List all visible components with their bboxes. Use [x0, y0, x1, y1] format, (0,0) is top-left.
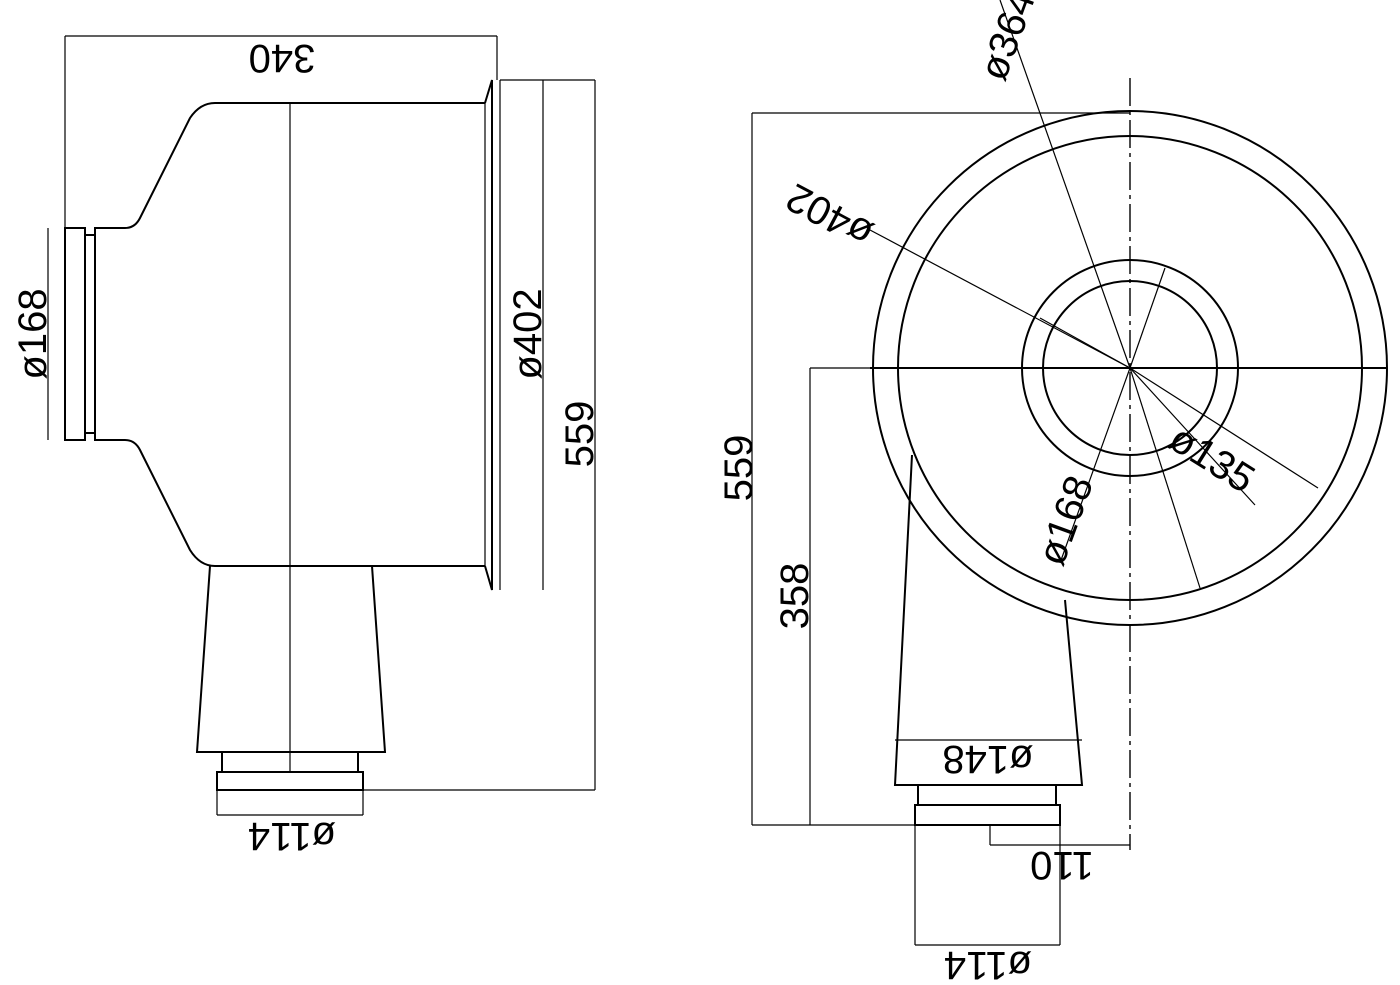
side-outlet-dim: ø114	[248, 814, 336, 858]
front-inlet-dim: ø168	[1030, 470, 1103, 571]
front-outlet-collar-dim: ø148	[942, 737, 1033, 781]
side-flange-dim: ø402	[506, 288, 550, 379]
side-view: 340 ø168 ø402 559 ø114	[11, 35, 602, 858]
side-inlet-collar	[64, 227, 86, 441]
front-center-height-dim: 358	[773, 563, 817, 630]
side-inlet-dim: ø168	[11, 288, 55, 379]
side-width-dim: 340	[249, 36, 316, 80]
side-outlet-cone	[195, 565, 387, 753]
front-offset-dim: 110	[1030, 843, 1094, 887]
side-housing-outline	[94, 102, 485, 567]
side-height-dim: 559	[558, 401, 602, 468]
front-outlet-dim: ø114	[944, 943, 1032, 985]
side-rear-flange	[484, 79, 493, 591]
front-ring-dim: ø364	[972, 0, 1045, 86]
front-view: ø402 ø364 ø168 ø135 559 358 ø148 110 ø11…	[717, 0, 1388, 985]
front-inner-dim: ø135	[1162, 416, 1263, 502]
front-outer-dim: ø402	[779, 175, 880, 257]
front-height-dim: 559	[717, 435, 761, 502]
